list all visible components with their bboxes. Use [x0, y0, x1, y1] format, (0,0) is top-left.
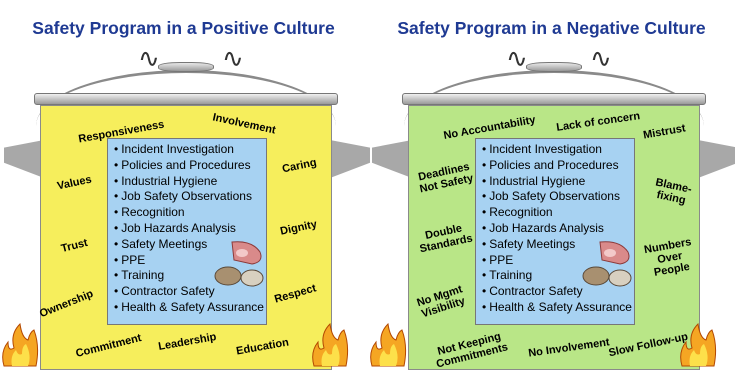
fire-icon — [370, 322, 407, 367]
lid-knob — [158, 62, 214, 72]
list-item: Industrial Hygiene — [482, 174, 628, 190]
fire-icon — [680, 322, 717, 367]
pot-handle-icon — [4, 140, 44, 178]
pot-handle-icon — [698, 140, 735, 178]
list-item: PPE — [114, 253, 260, 269]
list-item: Safety Meetings — [114, 237, 260, 253]
list-item: Health & Safety Assurance — [482, 300, 632, 316]
pot-handle-icon — [330, 140, 370, 178]
lid-rim — [402, 93, 706, 105]
pot-handle-icon — [372, 140, 412, 178]
list-item: Training — [114, 268, 260, 284]
list-item: PPE — [482, 253, 628, 269]
list-item: Policies and Procedures — [114, 158, 260, 174]
list-item: Recognition — [114, 205, 260, 221]
list-item: Incident Investigation — [114, 142, 260, 158]
list-item: Contractor Safety — [114, 284, 260, 300]
list-item: Recognition — [482, 205, 628, 221]
list-item: Policies and Procedures — [482, 158, 628, 174]
steam-icon: ∿ — [138, 44, 160, 74]
list-item: Job Safety Observations — [114, 189, 260, 205]
list-item: Job Hazards Analysis — [482, 221, 628, 237]
steam-icon: ∿ — [506, 44, 528, 74]
list-item: Training — [482, 268, 628, 284]
meat-icon — [214, 241, 264, 287]
panel-title: Safety Program in a Positive Culture — [32, 18, 335, 38]
list-item: Incident Investigation — [482, 142, 628, 158]
list-item: Safety Meetings — [482, 237, 628, 253]
panel-title: Safety Program in a Negative Culture — [397, 18, 706, 38]
negative-culture-panel: Safety Program in a Negative Culture ∿ ∿… — [368, 0, 735, 390]
list-item: Health & Safety Assurance — [114, 300, 264, 316]
lid-knob — [526, 62, 582, 72]
fire-icon — [312, 322, 349, 367]
list-item: Contractor Safety — [482, 284, 628, 300]
steam-icon: ∿ — [222, 44, 244, 74]
list-item: Job Hazards Analysis — [114, 221, 260, 237]
safety-program-list: Incident Investigation Policies and Proc… — [475, 138, 635, 325]
list-item: Job Safety Observations — [482, 189, 628, 205]
positive-culture-panel: Safety Program in a Positive Culture ∿ ∿… — [0, 0, 370, 390]
steam-icon: ∿ — [590, 44, 612, 74]
list-item: Industrial Hygiene — [114, 174, 260, 190]
meat-icon — [582, 241, 632, 287]
lid-rim — [34, 93, 338, 105]
safety-program-list: Incident Investigation Policies and Proc… — [107, 138, 267, 325]
fire-icon — [2, 322, 39, 367]
